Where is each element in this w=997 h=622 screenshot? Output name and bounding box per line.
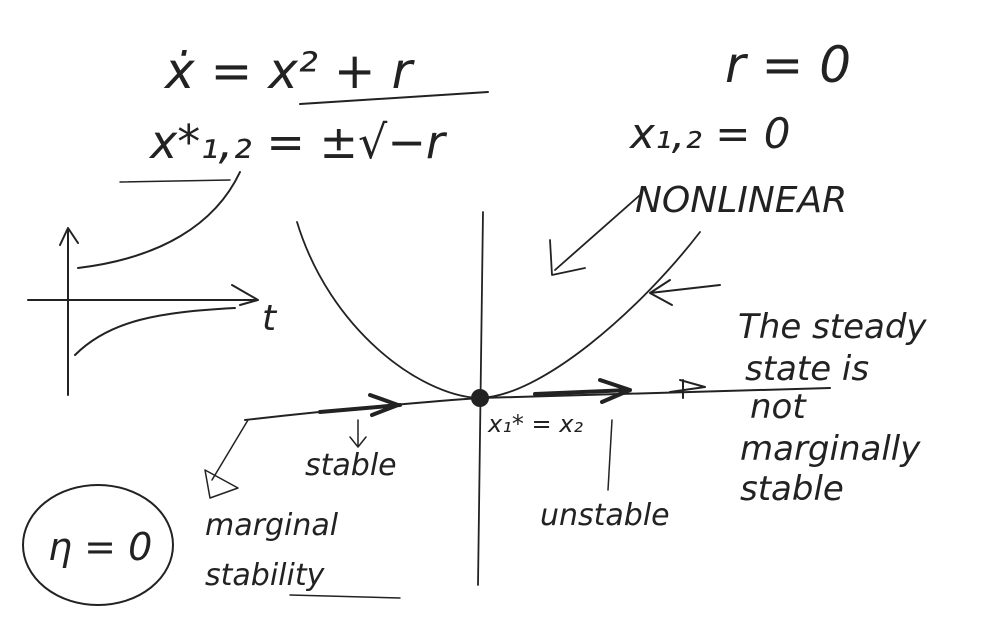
nonlinear-label: NONLINEAR xyxy=(635,180,847,221)
parabola xyxy=(296,221,701,399)
fixed-points-equation: x*₁,₂ = ±√−r xyxy=(148,115,448,169)
sqrt-bar xyxy=(299,91,489,105)
eta-circle xyxy=(22,484,174,606)
marginal-label-line1: marginal xyxy=(205,508,339,543)
axis-end-arrow xyxy=(669,379,706,399)
eta-equation: η = 0 xyxy=(48,525,152,569)
stable-label: stable xyxy=(305,448,397,483)
unstable-arrow xyxy=(533,378,632,404)
note-line3: not xyxy=(750,387,807,427)
unstable-pointer xyxy=(607,419,613,491)
marginal-label-line2: stability xyxy=(205,558,326,593)
time-plot: t xyxy=(27,227,278,396)
r-value: r = 0 xyxy=(725,36,851,94)
nonlinear-arrow xyxy=(549,194,641,276)
fixed-point-value: x₁,₂ = 0 xyxy=(628,109,791,158)
t-axis-arrow xyxy=(27,284,259,306)
merged-point-label: x₁* = x₂ xyxy=(487,410,583,438)
unstable-label: unstable xyxy=(540,498,670,533)
stable-arrow xyxy=(318,393,402,417)
note-line4: marginally xyxy=(740,429,921,469)
steady-state-note: The steady state is not marginally stabl… xyxy=(738,307,927,509)
underline xyxy=(119,179,231,183)
note-line1: The steady xyxy=(738,307,927,347)
pointer-line xyxy=(77,171,241,269)
note-line5: stable xyxy=(740,469,844,509)
note-arrow xyxy=(649,279,721,306)
y-axis-arrow xyxy=(59,227,79,396)
fixed-point-dot xyxy=(471,389,489,407)
ode-equation: ẋ = x² + r xyxy=(163,42,416,100)
decay-curve xyxy=(74,307,236,356)
note-line2: state is xyxy=(745,349,869,389)
marginal-pointer xyxy=(204,419,249,499)
marginal-underline xyxy=(289,594,401,599)
stable-pointer xyxy=(349,419,367,448)
t-label: t xyxy=(262,298,278,339)
